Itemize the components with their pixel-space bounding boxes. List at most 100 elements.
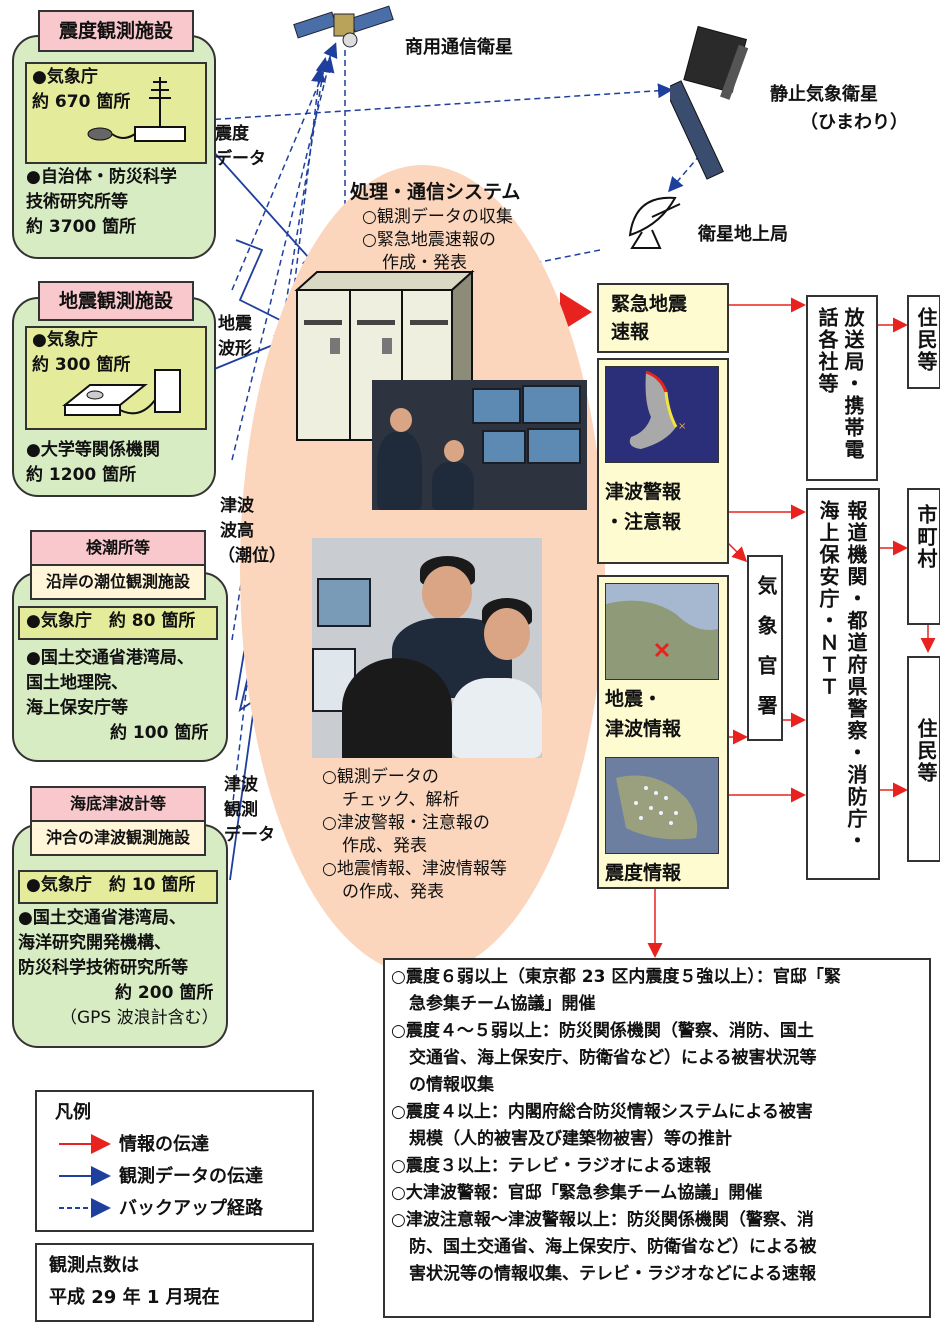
system-task-3: 作成・発表 [382,253,467,273]
system-title: 処理・通信システム [350,181,521,203]
label-tsunami-height-3: （潮位） [218,546,286,566]
response-line-5: の情報収集 [409,1075,494,1095]
himawari-label-2: （ひまわり） [800,112,908,133]
label-tsunami-obs-2: 観測 [224,800,258,820]
seismograph-icon [62,369,181,416]
response-line-2: 急参集チーム協議」開催 [409,994,596,1014]
facility-1-other-line-3: 約 3700 箇所 [26,217,137,237]
system-task-2: ○緊急地震速報の [362,230,496,250]
facility-title-seismic-observation: 地震観測施設 [38,281,194,321]
response-line-4: 交通省、海上保安庁、防衛省など）による被害状況等 [409,1048,817,1068]
epicenter-map-thumbnail [605,583,719,680]
municipalities-label: 市町村 [914,504,938,570]
analysis-line-1: ○観測データの [322,767,439,787]
label-tsunami-height-2: 波高 [220,521,254,541]
facility-2-other-line-1: ●大学等関係機関 [26,440,160,460]
seismometer-antenna-icon [87,77,186,142]
response-line-12: 害状況等の情報収集、テレビ・ラジオなどによる速報 [409,1264,817,1284]
response-line-10: ○津波注意報～津波警報以上：防災関係機関（警察、消 [391,1210,814,1230]
facility-4-title-2: 沖合の津波観測施設 [32,820,204,854]
facility-2-other-line-2: 約 1200 箇所 [26,465,137,485]
response-line-3: ○震度４～５弱以上：防災関係機関（警察、消防、国土 [391,1021,814,1041]
facility-2-jma-line-1: ●気象庁 [32,330,98,350]
count-note-box: 観測点数は 平成 29 年 1 月現在 [35,1243,314,1322]
analysis-line-3: ○津波警報・注意報の [322,813,490,833]
facility-1-other-line-2: 技術研究所等 [26,192,128,212]
facility-2-jma-line-2: 約 300 箇所 [32,355,131,375]
agencies-box: 報道機関・都道府県警察・消防庁・海上保安庁・ＮＴＴ [806,488,880,880]
legend-title: 凡例 [55,1102,91,1123]
residents-top-box: 住民等 [907,295,940,389]
facility-3-other-line-1: ●国土交通省港湾局、 [26,648,194,668]
facility-3-other-line-2: 国土地理院、 [26,673,128,693]
broadcasters-label: 放送局・携帯電話各社等 [815,307,865,461]
legend-item-backup: バックアップ経路 [119,1198,263,1219]
label-shindo-1: 震度 [215,124,249,144]
facility-4-jma-line-1: ●気象庁 約 10 箇所 [26,875,196,895]
response-notes-box: ○震度６弱以上（東京都 23 区内震度５強以上）：官邸「緊 急参集チーム協議」開… [383,958,931,1318]
shindo-info-label: 震度情報 [605,862,682,884]
system-task-1: ○観測データの収集 [362,207,513,227]
count-note-line-2: 平成 29 年 1 月現在 [49,1287,220,1308]
legend: 凡例 情報の伝達 観測データの伝達 バックアップ経路 [35,1090,314,1232]
label-tsunami-obs-1: 津波 [224,775,258,795]
facility-3-other-line-3: 海上保安庁等 [26,698,128,718]
response-line-1: ○震度６弱以上（東京都 23 区内震度５強以上）：官邸「緊 [391,967,841,987]
label-shindo-2: データ [215,149,266,169]
himawari-label-1: 静止気象衛星 [770,84,878,105]
svg-text:×: × [678,421,686,432]
analysis-line-5: ○地震情報、津波情報等 [322,859,507,879]
intensity-map-thumbnail [605,757,719,854]
legend-line-samples [59,1134,111,1218]
tsunami-warning-line-1: 津波警報 [605,481,682,503]
residents-bottom-label: 住民等 [914,718,938,784]
analysis-line-6: の作成、発表 [342,882,444,902]
legend-item-info: 情報の伝達 [119,1134,209,1155]
response-line-9: ○大津波警報：官邸「緊急参集チーム協議」開催 [391,1183,763,1203]
control-room-photo [372,380,587,510]
facility-3-other-line-4: 約 100 箇所 [110,723,209,743]
eq-info-line-2: 津波情報 [605,718,682,740]
label-tsunami-obs-3: データ [224,825,275,845]
commercial-satellite-icon [293,5,394,48]
himawari-satellite-icon [670,25,749,180]
tsunami-warning-box: × 津波警報 ・注意報 [597,358,729,564]
municipalities-box: 市町村 [907,488,940,625]
facility-4-other-line-2: 海洋研究開発機構、 [18,933,171,953]
tsunami-map-thumbnail: × [605,366,719,463]
label-tsunami-height-1: 津波 [220,496,254,516]
response-line-11: 防、国土交通省、海上保安庁、防衛省など）による被 [409,1237,817,1257]
facility-4-other-line-3: 防災科学技術研究所等 [18,958,188,978]
facility-4-other-line-1: ●国土交通省港湾局、 [18,908,186,928]
facility-title-seismic-intensity: 震度観測施設 [38,10,194,52]
facility-jma-box-4 [18,870,218,904]
label-jishin-1: 地震 [218,314,252,334]
facility-1-jma-line-2: 約 670 箇所 [32,92,131,112]
response-line-6: ○震度４以上：内閣府総合防災情報システムによる被害 [391,1102,813,1122]
facility-jma-box-3 [18,606,218,640]
eew-box: 緊急地震 速報 [597,283,729,353]
analysis-line-4: 作成、発表 [342,836,427,856]
ground-station-dish-icon [628,196,681,249]
ground-station-label: 衛星地上局 [698,224,788,245]
residents-bottom-box: 住民等 [907,656,940,862]
facility-title-offshore-tsunami: 海底津波計等 沖合の津波観測施設 [30,786,206,856]
label-jishin-2: 波形 [218,339,252,359]
facility-4-title-1: 海底津波計等 [69,794,166,813]
offshore-tsunami-facility-group [12,824,228,1048]
facility-3-title-1: 検潮所等 [85,538,150,557]
commercial-satellite-label: 商用通信衛星 [405,37,513,58]
count-note-line-1: 観測点数は [49,1255,139,1276]
tsunami-warning-line-2: ・注意報 [605,511,682,533]
broadcasters-box: 放送局・携帯電話各社等 [806,295,878,481]
info-paths [647,297,936,958]
agencies-label: 報道機関・都道府県警察・消防庁・海上保安庁・ＮＴＴ [816,500,868,852]
eew-line-2: 速報 [611,321,650,343]
facility-title-tide-gauge: 検潮所等 沿岸の潮位観測施設 [30,530,206,600]
local-office-label: 気象官署 [754,575,778,735]
eq-info-line-1: 地震・ [605,688,663,710]
facility-jma-box-1 [25,62,207,164]
residents-top-label: 住民等 [914,307,938,373]
facility-1-jma-line-1: ●気象庁 [32,67,98,87]
facility-4-other-line-4: 約 200 箇所 [115,983,214,1003]
